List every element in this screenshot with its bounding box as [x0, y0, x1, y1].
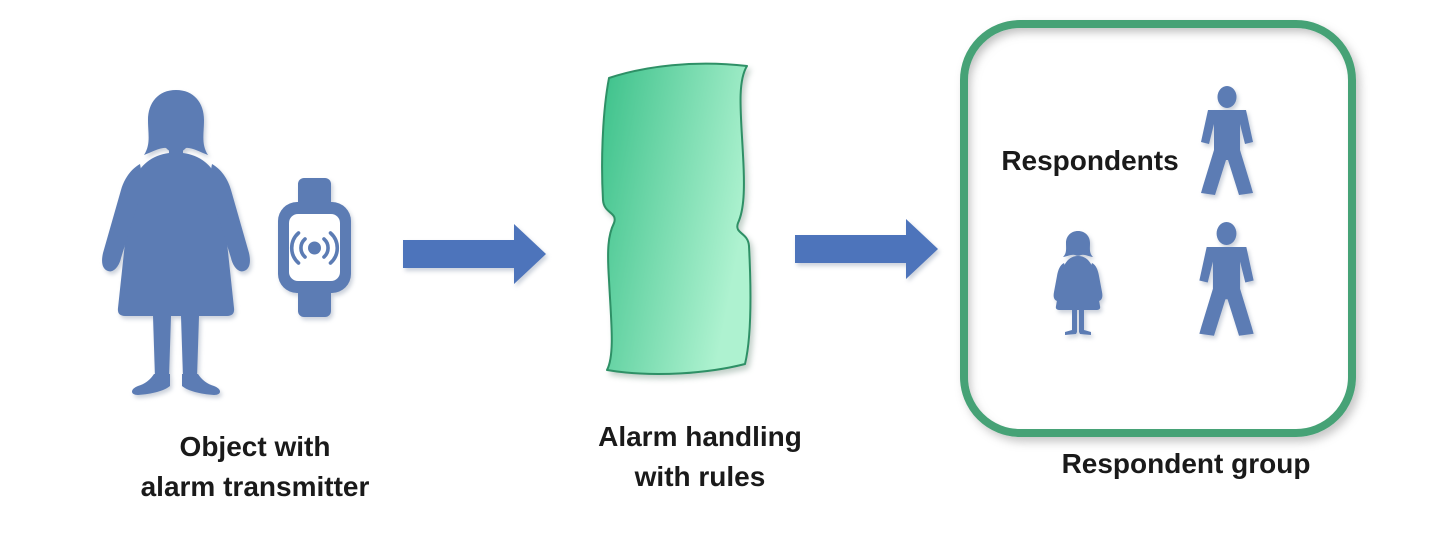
man-silhouette-icon	[1199, 222, 1254, 336]
process-node-label: Alarm handling with rules	[555, 417, 845, 497]
wave-shape	[601, 62, 752, 375]
process-node-label-line2: with rules	[634, 460, 766, 492]
object-node-label-line2: alarm transmitter	[140, 470, 370, 502]
right-arrow-icon	[403, 224, 546, 284]
woman-silhouette-icon	[102, 90, 250, 395]
right-arrow-icon	[795, 219, 938, 279]
object-node-label: Object with alarm transmitter	[105, 427, 405, 507]
respondent-group-box	[960, 20, 1356, 437]
woman-silhouette-icon	[1053, 231, 1103, 335]
respondents-label: Respondents	[1001, 145, 1179, 176]
man-silhouette-icon	[1201, 86, 1253, 195]
object-node-label-line1: Object with	[179, 431, 331, 462]
process-node-label-line1: Alarm handling	[598, 421, 802, 452]
smartwatch-alarm-icon	[278, 178, 351, 317]
respondent-group-label: Respondent group	[1061, 448, 1311, 479]
